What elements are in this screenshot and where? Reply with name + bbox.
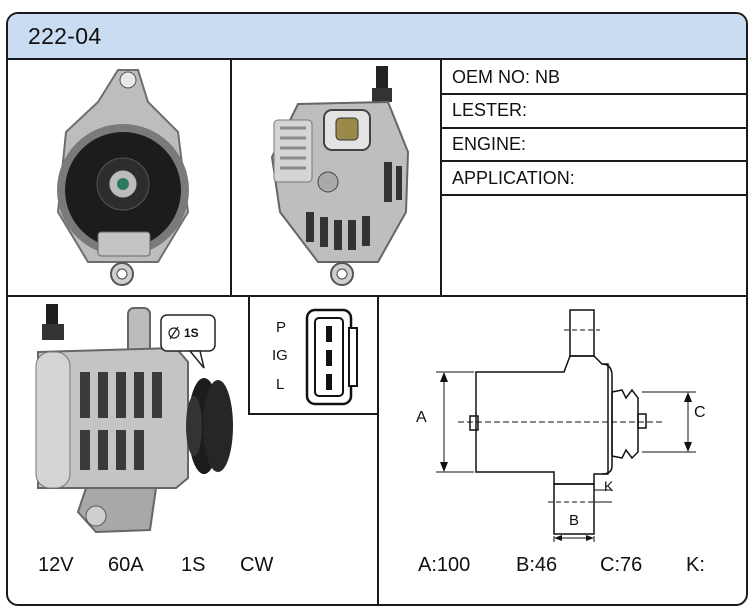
dimension-drawing bbox=[436, 309, 696, 542]
divider bbox=[377, 297, 379, 604]
dim-value-a: A:100 bbox=[418, 554, 471, 576]
oem-no-field: OEM NO: NB bbox=[452, 67, 561, 87]
amperage-value: 60A bbox=[108, 554, 144, 576]
dim-label-b: B bbox=[569, 512, 580, 529]
alternator-rear-view bbox=[270, 66, 410, 286]
application-field: APPLICATION: bbox=[452, 168, 575, 188]
pin-label-ig: IG bbox=[272, 347, 288, 364]
pin-label-p: P bbox=[276, 319, 287, 336]
alternator-side-view bbox=[35, 304, 233, 534]
divider bbox=[440, 58, 442, 296]
divider bbox=[442, 127, 746, 129]
dim-label-c: C bbox=[694, 404, 706, 421]
rotation-value: CW bbox=[240, 554, 274, 576]
pulley-type-value: 1S bbox=[181, 554, 206, 576]
voltage-value: 12V bbox=[38, 554, 74, 576]
engine-field: ENGINE: bbox=[452, 134, 527, 154]
connector-diagram bbox=[305, 308, 358, 406]
divider bbox=[8, 295, 746, 297]
divider bbox=[442, 93, 746, 95]
lester-field: LESTER: bbox=[452, 100, 528, 120]
tag-bubble bbox=[160, 314, 216, 369]
product-sheet: 222-04 OEM NO: NB LESTER: ENGINE: APPLIC… bbox=[6, 12, 748, 606]
dim-value-b: B:46 bbox=[516, 554, 558, 576]
pin-label-l: L bbox=[276, 376, 285, 393]
alternator-front-view bbox=[56, 69, 190, 286]
dim-value-c: C:76 bbox=[600, 554, 643, 576]
part-number: 222-04 bbox=[28, 23, 102, 49]
divider bbox=[230, 58, 232, 296]
divider bbox=[442, 160, 746, 162]
dim-label-k: K bbox=[604, 478, 614, 494]
tag-label: 1S bbox=[184, 326, 199, 340]
divider bbox=[248, 297, 250, 415]
header-bar: 222-04 bbox=[8, 14, 746, 60]
dim-value-k: K: bbox=[686, 554, 705, 576]
divider bbox=[442, 194, 746, 196]
dim-label-a: A bbox=[416, 409, 427, 426]
divider bbox=[248, 413, 378, 415]
